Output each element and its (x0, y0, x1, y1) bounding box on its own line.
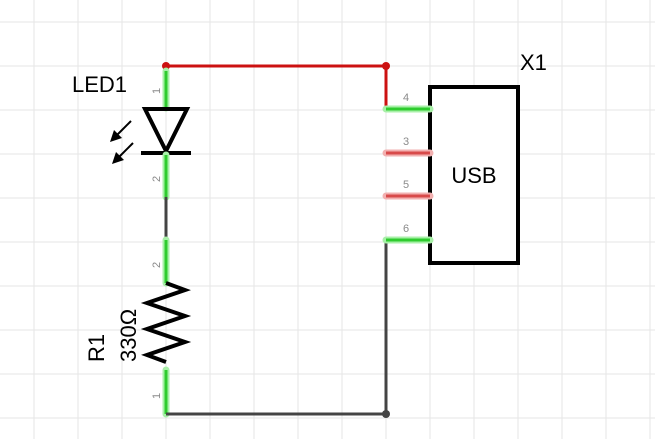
led-label: LED1 (72, 72, 127, 97)
usb-body (428, 85, 520, 265)
led-pin2-number: 2 (151, 176, 163, 182)
usb-designator: X1 (520, 50, 547, 75)
usb-pin-6-number: 6 (403, 223, 409, 235)
light-emission-icon (110, 120, 134, 164)
junction-gnd[interactable] (382, 410, 390, 418)
usb-connector-x1[interactable]: USB X1 4 3 5 6 (382, 50, 547, 265)
led1[interactable]: LED1 1 2 (72, 67, 191, 201)
resistor-value: 330Ω (116, 309, 141, 362)
wire-vcc[interactable] (166, 64, 388, 109)
usb-pin-5-number: 5 (403, 179, 409, 191)
junction-vcc-led[interactable] (162, 62, 170, 70)
resistor-designator: R1 (84, 334, 109, 362)
led-pin1-number: 1 (151, 88, 163, 94)
resistor-zigzag (140, 281, 192, 364)
junction-vcc-usb[interactable] (382, 62, 390, 70)
usb-pin-4-number: 4 (403, 92, 409, 104)
resistor-r1[interactable]: R1 330Ω 2 1 (84, 236, 192, 418)
wire-gnd[interactable] (166, 240, 388, 416)
resistor-pin2-number: 2 (151, 262, 163, 268)
usb-body-label: USB (451, 163, 496, 188)
usb-pin-3-number: 3 (403, 136, 409, 148)
led-anode-triangle (141, 107, 191, 156)
resistor-pin1-number: 1 (151, 393, 163, 399)
